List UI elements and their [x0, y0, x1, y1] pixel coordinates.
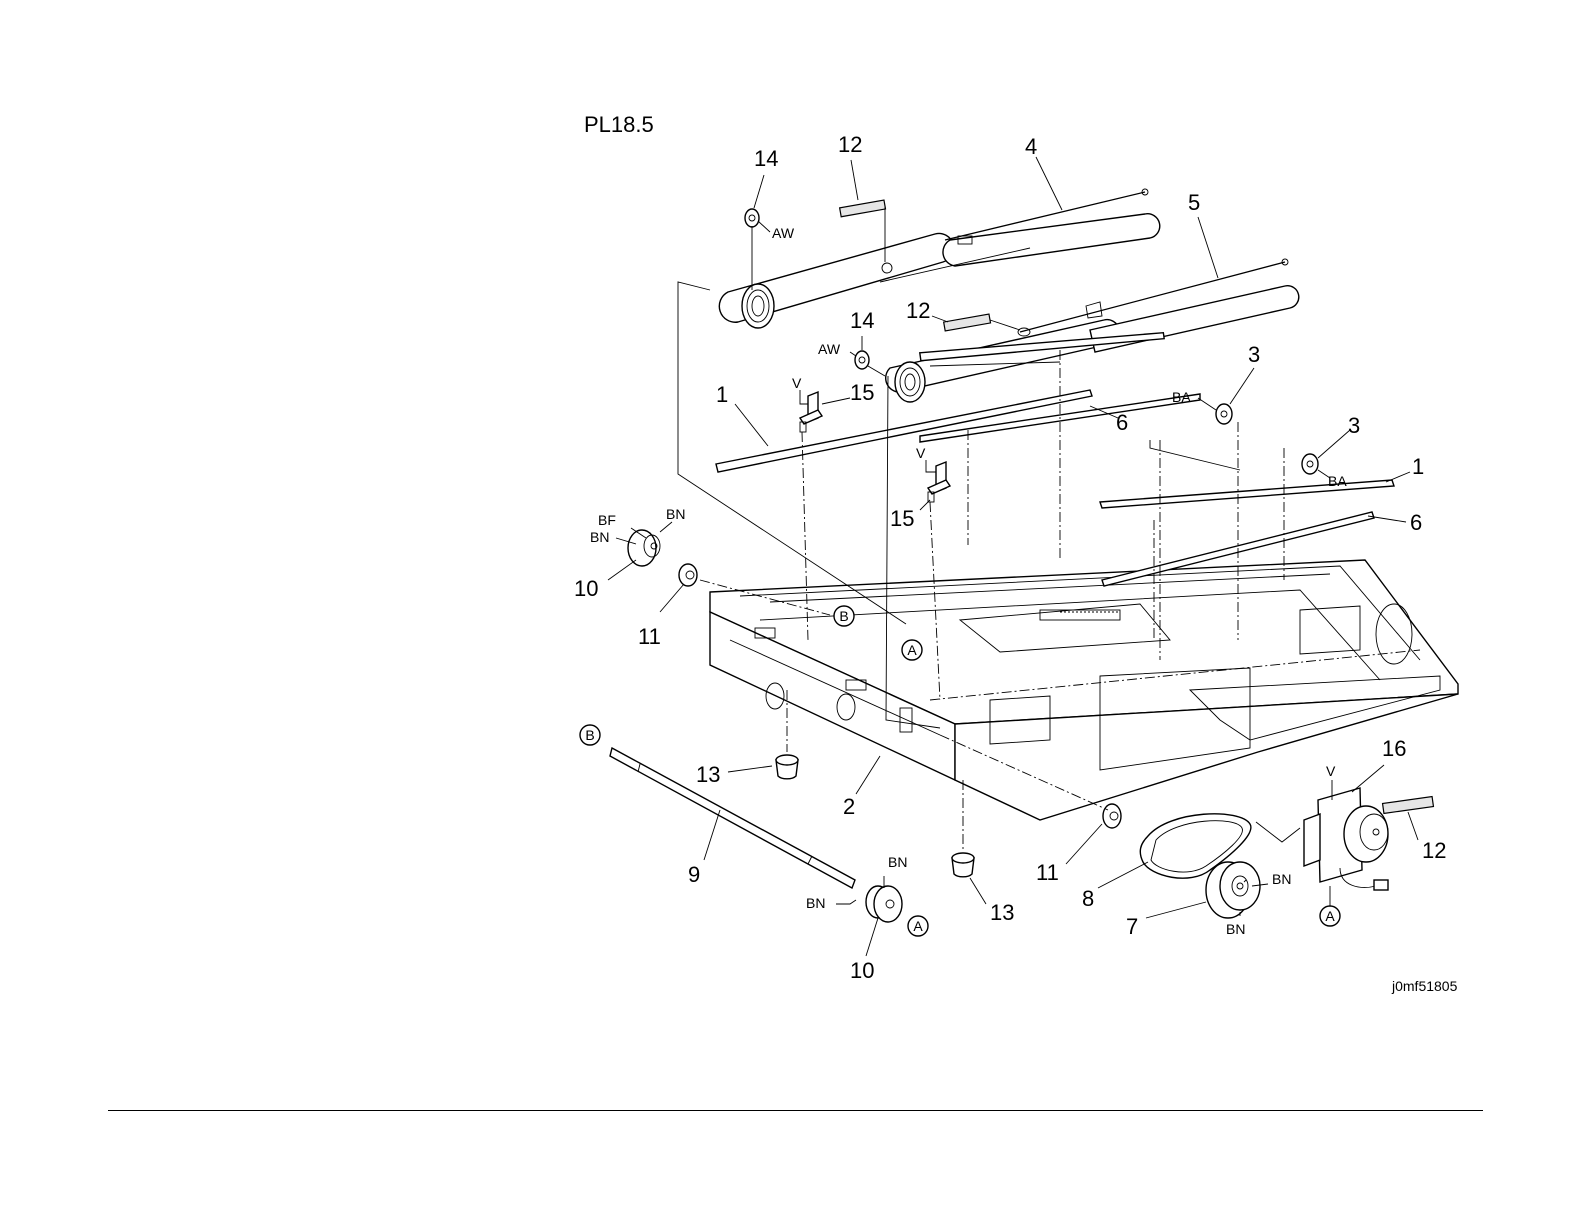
callout-3: 3	[1248, 342, 1260, 367]
washer-part-14-middle	[855, 351, 885, 376]
callout-12: 12	[1422, 838, 1446, 863]
bracket-part-15-b	[928, 462, 950, 502]
bracket-part-15-a	[800, 392, 822, 432]
cable-assembly-part-4	[719, 189, 1159, 328]
pulley-part-10-bottom	[866, 886, 902, 922]
callout-15: 15	[850, 380, 874, 405]
code-bn: BN	[806, 895, 825, 911]
code-v: V	[792, 375, 802, 391]
callout-12: 12	[838, 132, 862, 157]
callout-16: 16	[1382, 736, 1406, 761]
code-bn: BN	[1226, 921, 1245, 937]
connector-b-upper: B	[834, 606, 854, 626]
callout-3: 3	[1348, 413, 1360, 438]
gear-part-7	[1206, 862, 1260, 918]
bearing-part-11-left	[679, 564, 697, 586]
washer-part-3-b	[1302, 454, 1318, 474]
callout-5: 5	[1188, 190, 1200, 215]
foot-part-13-right	[952, 853, 974, 877]
svg-text:B: B	[585, 727, 594, 743]
callout-6: 6	[1116, 410, 1128, 435]
callout-13: 13	[696, 762, 720, 787]
svg-text:A: A	[913, 918, 923, 934]
code-bn: BN	[666, 506, 685, 522]
leader-lines	[608, 157, 1418, 956]
code-bf: BF	[598, 512, 616, 528]
main-frame-part-2	[710, 560, 1458, 820]
code-aw: AW	[818, 341, 841, 357]
callout-4: 4	[1025, 134, 1037, 159]
spring-part-12-middle	[944, 314, 1020, 331]
callout-8: 8	[1082, 886, 1094, 911]
callout-7: 7	[1126, 914, 1138, 939]
connector-b-shaft: B	[580, 725, 600, 745]
pulley-part-10-top	[628, 530, 660, 566]
callout-11: 11	[638, 624, 661, 649]
callout-1: 1	[716, 382, 728, 407]
footer-rule	[108, 1110, 1483, 1111]
code-bn: BN	[590, 529, 609, 545]
foot-part-13-left	[776, 755, 798, 779]
callout-6: 6	[1410, 510, 1422, 535]
rail-part-1-left	[716, 390, 1092, 472]
callout-12: 12	[906, 298, 930, 323]
connector-a-motor: A	[1320, 906, 1340, 926]
callout-10: 10	[574, 576, 598, 601]
callout-14: 14	[850, 308, 874, 333]
connector-a-upper: A	[902, 640, 922, 660]
code-bn: BN	[888, 854, 907, 870]
bearing-part-11-right	[1103, 804, 1121, 828]
washer-part-14-top	[745, 209, 759, 290]
callout-13: 13	[990, 900, 1014, 925]
callout-10: 10	[850, 958, 874, 983]
spring-part-12-motor	[1383, 797, 1434, 814]
callout-2: 2	[843, 794, 855, 819]
callout-11: 11	[1036, 860, 1059, 885]
code-ba: BA	[1328, 473, 1347, 489]
svg-text:A: A	[1325, 908, 1335, 924]
washer-part-3-a	[1216, 404, 1232, 424]
callout-9: 9	[688, 862, 700, 887]
motor-assembly-part-16	[1304, 788, 1388, 890]
callout-14: 14	[754, 146, 778, 171]
callout-1: 1	[1412, 454, 1424, 479]
svg-text:A: A	[907, 642, 917, 658]
code-v: V	[1326, 763, 1336, 779]
code-v: V	[916, 445, 926, 461]
callout-15: 15	[890, 506, 914, 531]
shaft-part-9	[610, 748, 855, 888]
rail-part-1-right	[1100, 480, 1394, 508]
connector-a-pulley: A	[908, 916, 928, 936]
code-ba: BA	[1172, 389, 1191, 405]
code-aw: AW	[772, 225, 795, 241]
code-bn: BN	[1272, 871, 1291, 887]
svg-text:B: B	[839, 608, 848, 624]
